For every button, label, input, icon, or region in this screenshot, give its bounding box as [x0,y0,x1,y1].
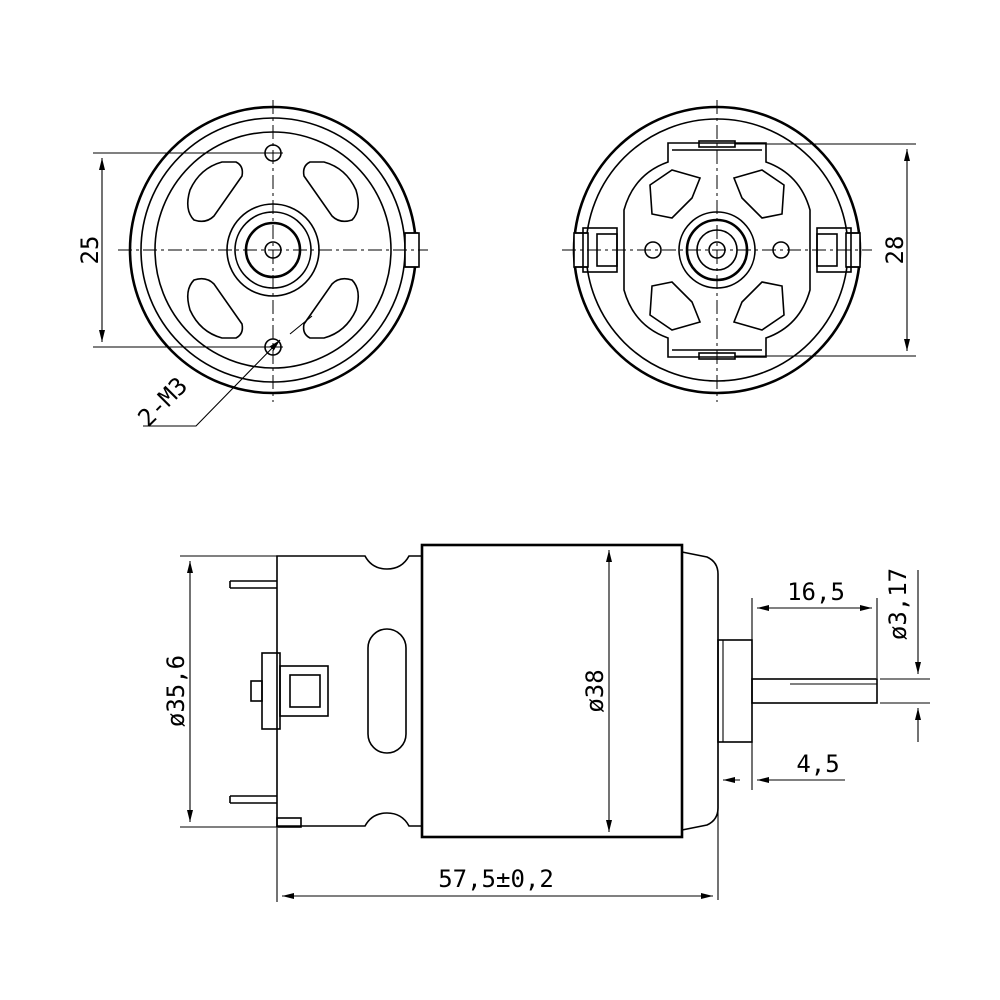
front-hole-spacing-label: 25 [76,236,104,265]
front-view [93,100,428,427]
rear-view [562,100,916,402]
shaft-diameter-label: ø3,17 [884,568,912,640]
overall-length-label: 57,5±0,2 [438,865,554,893]
boss-length-label: 4,5 [796,750,839,778]
mount-holes-label: 2-M3 [132,372,193,433]
rear-terminal-spacing-label: 28 [881,236,909,265]
shaft-length-label: 16,5 [787,578,845,606]
body-diameter-rear-label: ø35,6 [162,655,190,727]
side-view [180,543,930,902]
body-diameter-label: ø38 [581,669,609,712]
